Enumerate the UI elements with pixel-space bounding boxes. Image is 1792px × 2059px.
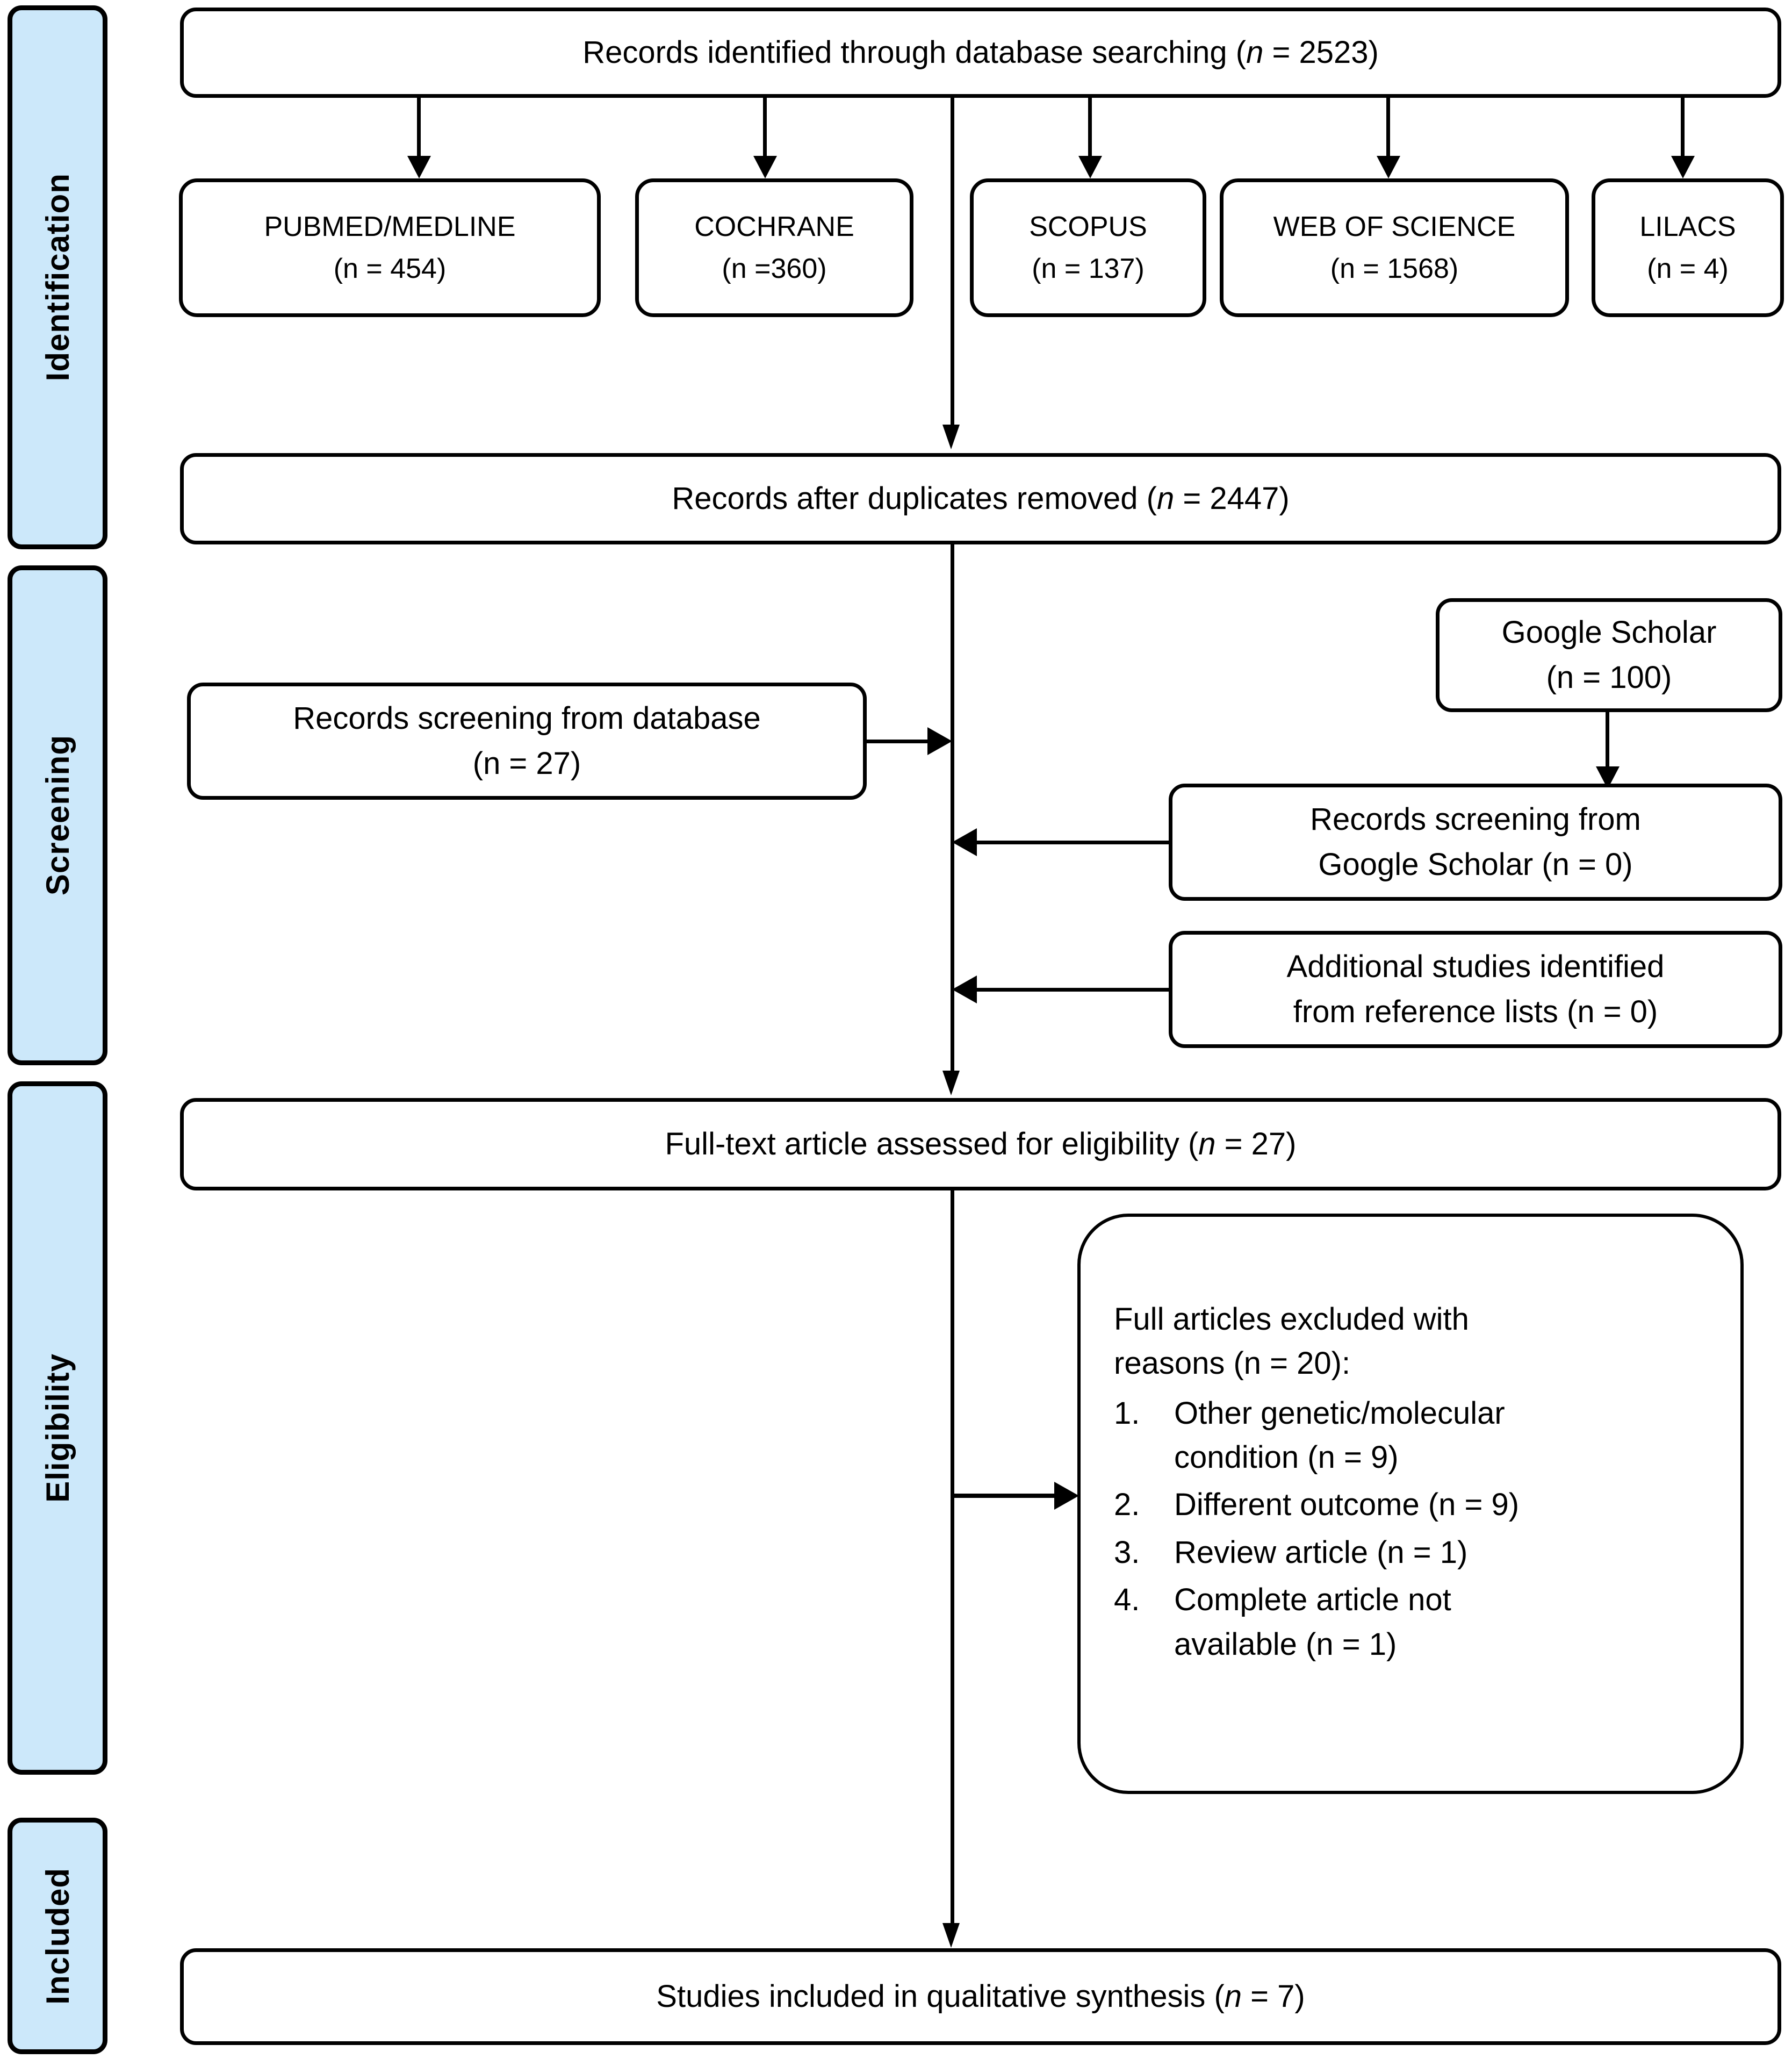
- arrow-to-included: [942, 1923, 960, 1948]
- excluded-reason-item: 1. Other genetic/molecular condition (n …: [1114, 1391, 1519, 1480]
- excluded-title-line2: reasons (n = 20):: [1114, 1346, 1351, 1381]
- reason-number: 4.: [1114, 1582, 1140, 1618]
- reason-number: 3.: [1114, 1534, 1140, 1570]
- connector-to-scopus: [1088, 98, 1092, 158]
- phase-identification-label: Identification: [39, 173, 76, 382]
- arrow-to-fulltext: [942, 1071, 960, 1095]
- main-spine-eligibility: [951, 1190, 954, 1927]
- database-count: (n = 4): [1647, 253, 1729, 284]
- phase-identification: Identification: [8, 5, 107, 549]
- reason-line1: Complete article not: [1174, 1582, 1451, 1618]
- database-count: (n = 454): [333, 253, 447, 284]
- box-studies-included: Studies included in qualitative synthesi…: [180, 1948, 1781, 2045]
- connector-scholar-to-screening-scholar: [1606, 712, 1609, 769]
- box-records-identified: Records identified through database sear…: [180, 8, 1781, 98]
- excluded-reason-item: 2. Different outcome (n = 9): [1114, 1483, 1519, 1527]
- box-database-web-of-science: WEB OF SCIENCE (n = 1568): [1220, 178, 1569, 317]
- arrow-to-scopus: [1078, 156, 1102, 178]
- reason-line2: available (n = 1): [1174, 1626, 1397, 1662]
- connector-to-pubmed: [417, 98, 421, 158]
- excluded-reason-item: 4. Complete article not available (n = 1…: [1114, 1578, 1519, 1667]
- box-records-screening-database: Records screening from database (n = 27): [187, 683, 867, 800]
- additional-studies-line2: from reference lists (n = 0): [1293, 994, 1658, 1029]
- database-name: WEB OF SCIENCE: [1273, 211, 1516, 242]
- box-records-after-duplicates: Records after duplicates removed (n = 24…: [180, 453, 1781, 544]
- phase-included-label: Included: [39, 1867, 76, 2005]
- box-excluded-with-reasons: Full articles excluded with reasons (n =…: [1077, 1214, 1744, 1794]
- connector-to-lilacs: [1681, 98, 1685, 158]
- n-italic: n: [1224, 1978, 1242, 2014]
- n-italic: n: [1246, 34, 1264, 70]
- database-count: (n =360): [722, 253, 827, 284]
- arrow-to-cochrane: [753, 156, 777, 178]
- arrow-to-wos: [1377, 156, 1400, 178]
- reason-number: 1.: [1114, 1395, 1140, 1431]
- main-spine-screening: [951, 544, 954, 1074]
- studies-included-text: Studies included in qualitative synthesi…: [656, 1978, 1305, 2014]
- box-google-scholar: Google Scholar (n = 100): [1436, 598, 1782, 712]
- arrow-additional-studies-to-spine: [952, 975, 977, 1003]
- connector-screening-scholar-to-spine: [977, 841, 1170, 844]
- database-name: LILACS: [1639, 211, 1736, 242]
- box-additional-studies: Additional studies identified from refer…: [1169, 931, 1782, 1048]
- screening-scholar-line2: Google Scholar (n = 0): [1318, 847, 1633, 882]
- phase-screening: Screening: [8, 565, 107, 1065]
- reason-line2: condition (n = 9): [1174, 1440, 1399, 1475]
- box-database-pubmed: PUBMED/MEDLINE (n = 454): [179, 178, 601, 317]
- n-italic: n: [1156, 480, 1175, 516]
- reason-line1: Different outcome (n = 9): [1174, 1487, 1520, 1523]
- phase-eligibility-label: Eligibility: [39, 1353, 76, 1503]
- reason-line1: Review article (n = 1): [1174, 1534, 1468, 1570]
- records-identified-text: Records identified through database sear…: [582, 34, 1379, 70]
- connector-to-wos: [1386, 98, 1390, 158]
- excluded-title: Full articles excluded with reasons (n =…: [1114, 1297, 1469, 1386]
- n-italic: n: [1198, 1126, 1216, 1161]
- additional-studies-line1: Additional studies identified: [1286, 949, 1665, 984]
- reason-number: 2.: [1114, 1487, 1140, 1523]
- main-spine-identification: [951, 98, 954, 427]
- screening-database-line1: Records screening from database: [293, 700, 761, 736]
- box-database-scopus: SCOPUS (n = 137): [970, 178, 1206, 317]
- connector-screening-database-to-spine: [867, 740, 929, 743]
- database-name: COCHRANE: [694, 211, 854, 242]
- excluded-title-line1: Full articles excluded with: [1114, 1302, 1469, 1337]
- arrow-to-lilacs: [1671, 156, 1695, 178]
- fulltext-assessed-text: Full-text article assessed for eligibili…: [665, 1126, 1297, 1161]
- reason-line1: Other genetic/molecular: [1174, 1395, 1505, 1431]
- arrow-to-pubmed: [407, 156, 431, 178]
- excluded-reasons-list: 1. Other genetic/molecular condition (n …: [1114, 1391, 1519, 1670]
- arrow-spine-to-excluded: [1054, 1482, 1079, 1510]
- excluded-reason-item: 3. Review article (n = 1): [1114, 1531, 1519, 1575]
- screening-database-line2: (n = 27): [472, 746, 581, 781]
- box-database-lilacs: LILACS (n = 4): [1592, 178, 1784, 317]
- arrow-to-duplicates: [942, 425, 960, 449]
- database-name: PUBMED/MEDLINE: [264, 211, 516, 242]
- google-scholar-line1: Google Scholar: [1501, 614, 1717, 650]
- phase-included: Included: [8, 1818, 107, 2054]
- database-count: (n = 137): [1032, 253, 1145, 284]
- box-fulltext-assessed: Full-text article assessed for eligibili…: [180, 1098, 1781, 1190]
- phase-screening-label: Screening: [39, 735, 76, 896]
- database-count: (n = 1568): [1330, 253, 1459, 284]
- arrow-screening-scholar-to-spine: [952, 828, 977, 856]
- box-records-screening-scholar: Records screening from Google Scholar (n…: [1169, 784, 1782, 901]
- arrow-screening-database-to-spine: [927, 727, 952, 755]
- records-after-duplicates-text: Records after duplicates removed (n = 24…: [672, 480, 1290, 516]
- screening-scholar-line1: Records screening from: [1310, 801, 1641, 837]
- connector-additional-studies-to-spine: [977, 988, 1170, 992]
- database-name: SCOPUS: [1029, 211, 1147, 242]
- box-database-cochrane: COCHRANE (n =360): [635, 178, 913, 317]
- connector-spine-to-excluded: [954, 1494, 1056, 1498]
- google-scholar-line2: (n = 100): [1546, 660, 1672, 695]
- connector-to-cochrane: [763, 98, 767, 158]
- phase-eligibility: Eligibility: [8, 1081, 107, 1775]
